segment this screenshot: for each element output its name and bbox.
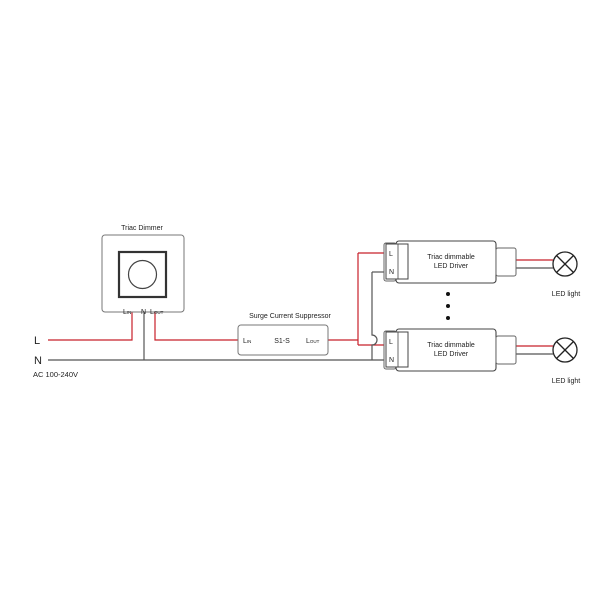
driver-1-right-cap (495, 247, 517, 277)
driver-1-terminal-block (385, 243, 409, 280)
continuation-dot (446, 316, 450, 320)
live-input-wire (48, 312, 133, 341)
suppressor-body (237, 324, 329, 356)
driver-1-label-line2: LED Driver (434, 263, 469, 270)
lamp-cross-2 (556, 255, 574, 273)
dimmer-terminal-lout: LOUT (150, 309, 164, 316)
continuation-dot (446, 304, 450, 308)
driver-2-label-line2: LED Driver (434, 351, 469, 358)
led-light-1-label: LED light (552, 291, 580, 298)
driver-2-right-cap (495, 335, 517, 365)
mains-line-label: L (34, 335, 40, 347)
suppressor-terminal-lout: LOUT (306, 338, 320, 345)
dimmer-terminal-n: N (141, 309, 146, 316)
dimmer-knob-icon (127, 259, 158, 290)
led-light-2: LED light (552, 337, 580, 385)
neutral-bus-vertical (371, 272, 378, 360)
suppressor-model: S1-S (274, 338, 290, 345)
driver-2-terminal-block (385, 331, 409, 368)
driver-2-label-line1: Triac dimmable (427, 342, 475, 349)
led-driver-2: L N Triac dimmable LED Driver (383, 328, 517, 372)
suppressor-title: Surge Current Suppressor (249, 313, 331, 320)
mains-voltage-label: AC 100-240V (33, 370, 78, 379)
driver-2-terminal-n: N (389, 357, 394, 364)
led-light-1: LED light (552, 251, 580, 298)
dimmer-title: Triac Dimmer (121, 225, 163, 232)
lamp-cross-2 (556, 341, 574, 359)
driver-2-body (395, 328, 497, 372)
dimmer-terminal-lin: LIN (123, 309, 131, 316)
driver-1-terminal-l: L (389, 251, 393, 258)
driver-1-body (395, 240, 497, 284)
led-driver-1: L N Triac dimmable LED Driver (383, 240, 517, 284)
dimmer-output-wire (154, 312, 238, 341)
driver-1-label-line1: Triac dimmable (427, 254, 475, 261)
continuation-dot (446, 292, 450, 296)
mains-neutral-label: N (34, 355, 42, 367)
driver-1-terminal-n: N (389, 269, 394, 276)
suppressor-terminal-lin: LIN (243, 338, 251, 345)
driver-2-terminal-l: L (389, 339, 393, 346)
led-light-2-label: LED light (552, 378, 580, 385)
